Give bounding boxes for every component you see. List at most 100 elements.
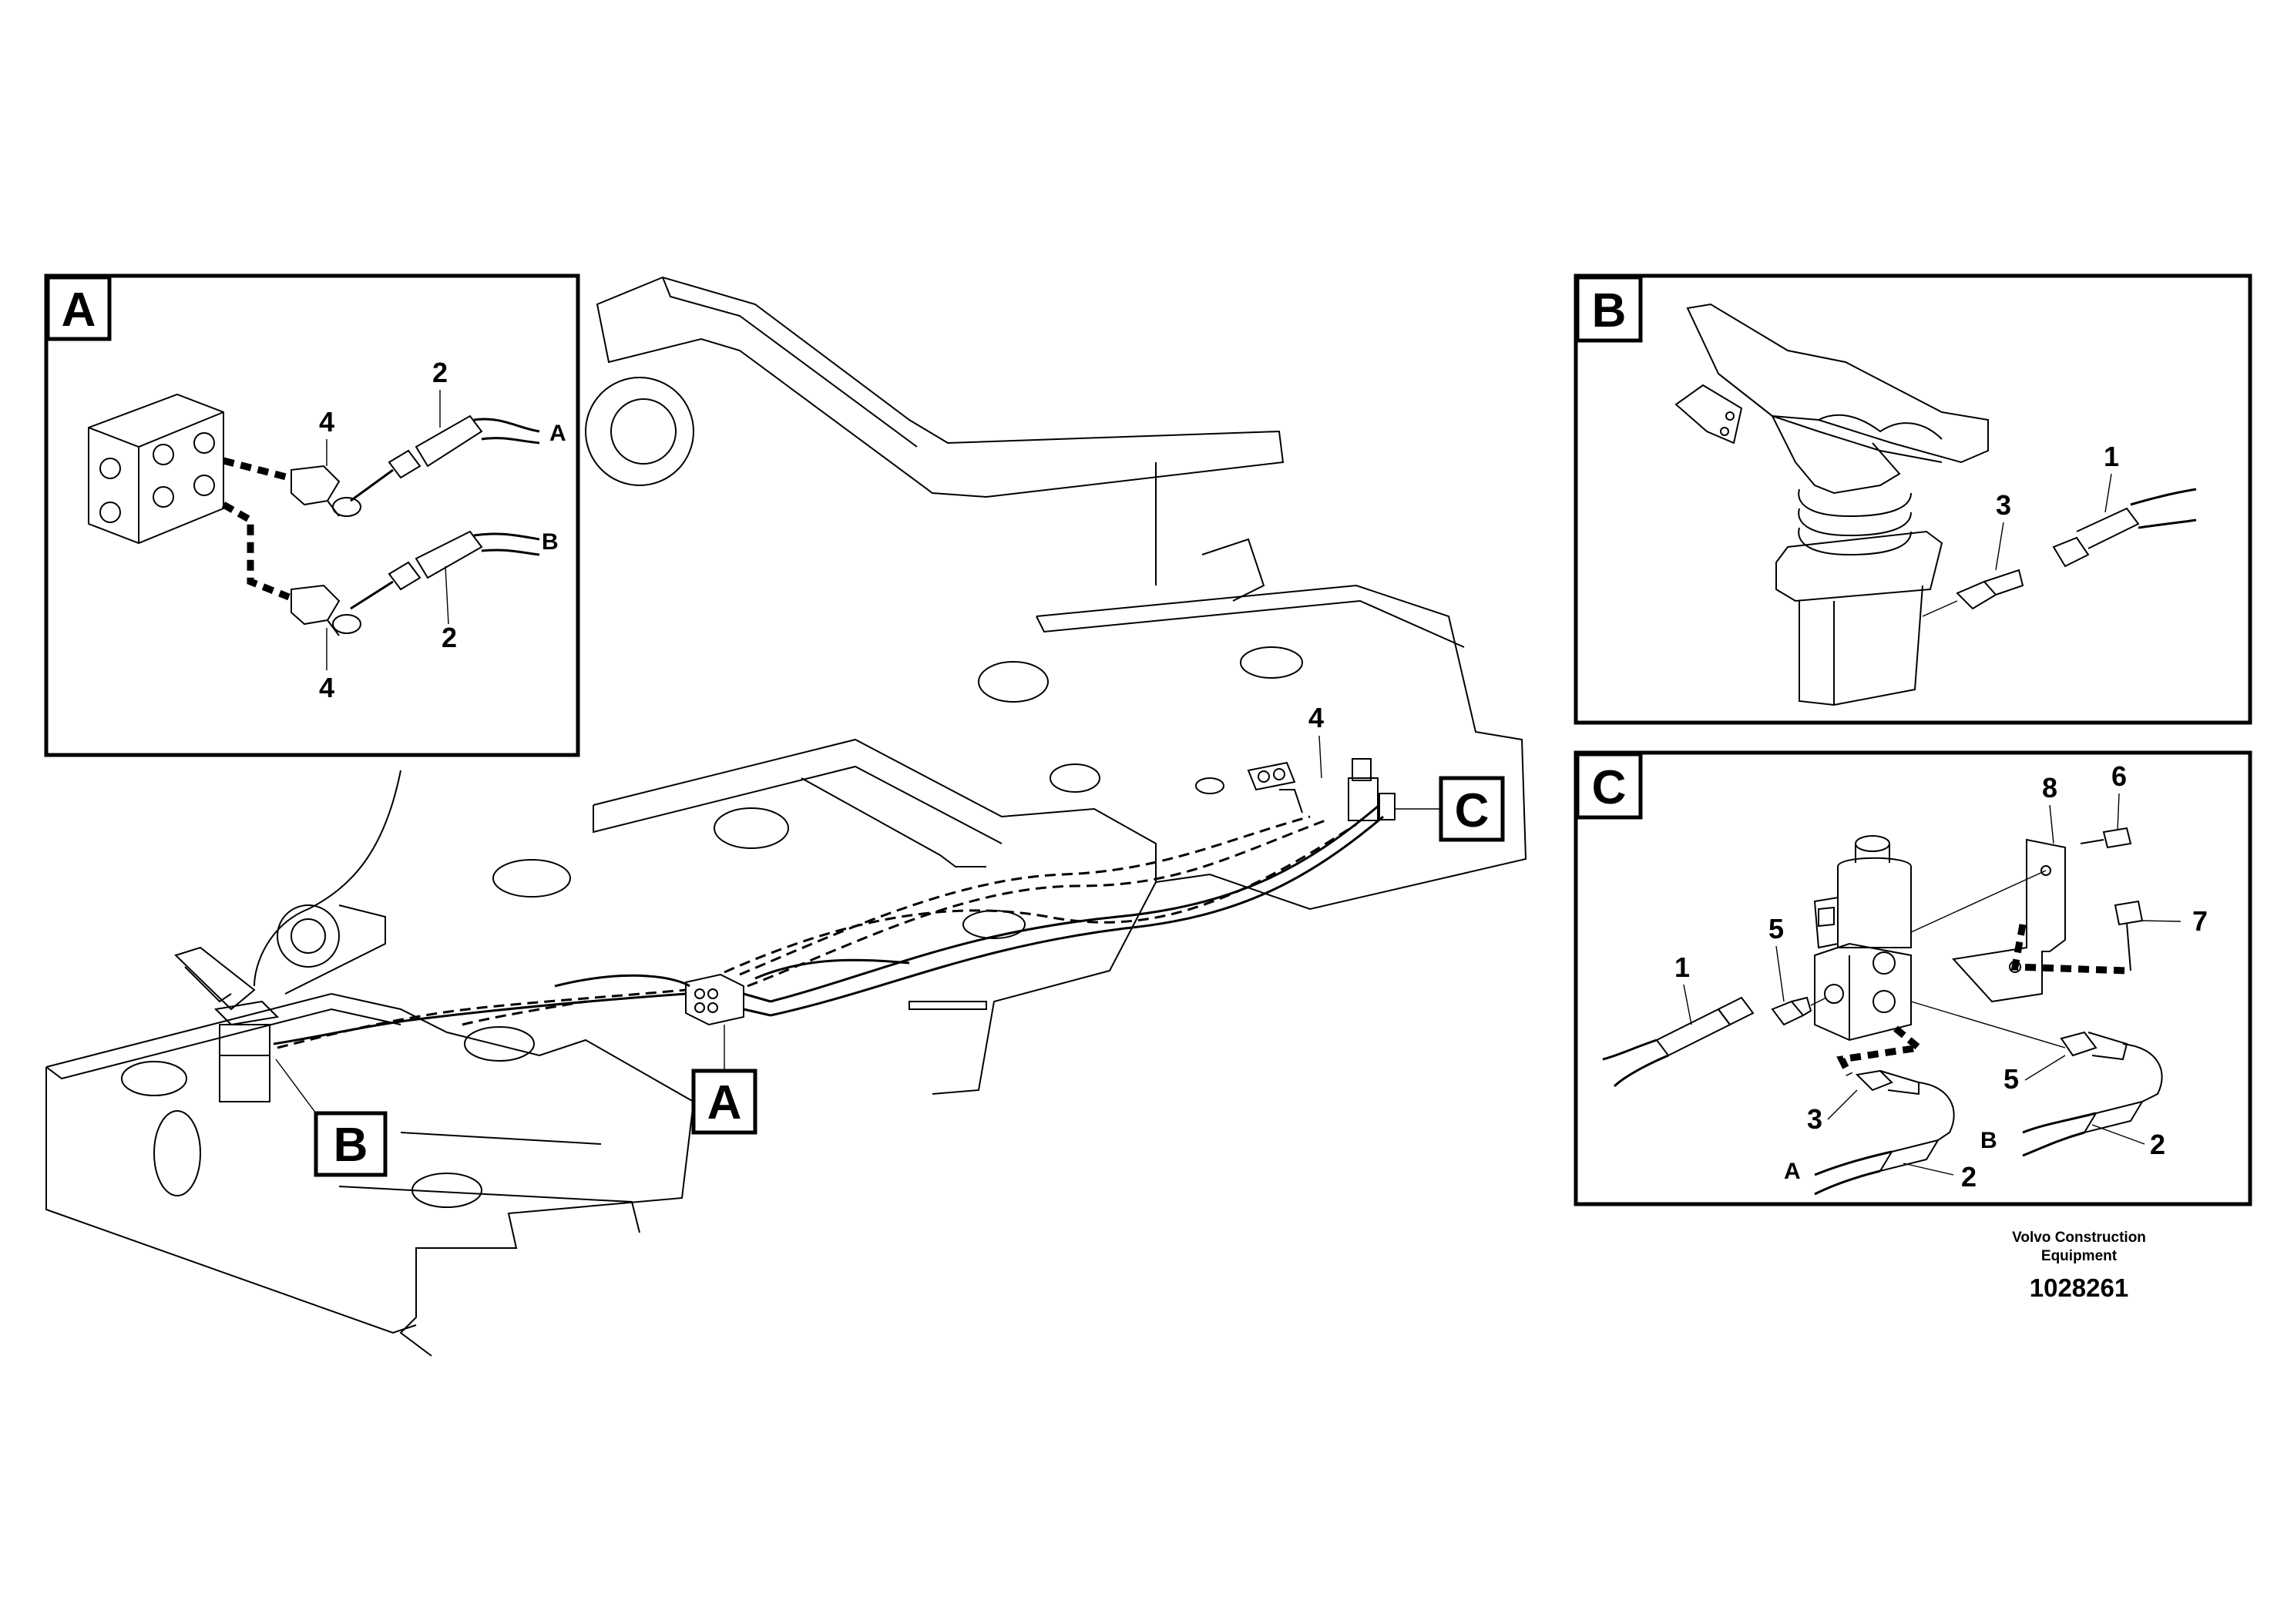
detail-B-hose	[2130, 488, 2197, 506]
footer: Volvo Construction Equipment 1028261	[1963, 1229, 2195, 1303]
main-hose-4	[554, 974, 690, 988]
detail-B-hose-fitting	[2052, 507, 2140, 568]
detail-B-adapter	[1956, 569, 2024, 610]
front-slot	[153, 1110, 201, 1196]
detail-C-lower-hose	[1814, 1150, 1893, 1176]
detail-A-lower-stub	[350, 580, 394, 610]
detail-C-left-hose-ferrule	[1655, 996, 1755, 1057]
hidden-hose-1	[747, 819, 1326, 988]
detail-C-right-fitting	[2060, 1031, 2128, 1061]
detail-C-port-A: A	[1784, 1159, 1801, 1184]
detail-C-dash-lower	[1836, 1025, 1927, 1077]
detail-C-callout-1: 1	[1674, 951, 1690, 983]
detail-A-tag: A	[62, 284, 96, 337]
left-frame-bore	[277, 904, 340, 968]
platform-hole-1	[121, 1061, 187, 1096]
floor-hole-2	[962, 910, 1026, 939]
detail-C-left-hose	[1602, 1038, 1658, 1061]
right-valve-assembly	[1247, 758, 1396, 821]
center-frame-beam	[801, 777, 986, 867]
detail-C-leader-5-right	[2024, 1055, 2066, 1081]
detail-A-upper-hose	[473, 418, 540, 433]
main-hose-3	[754, 958, 910, 980]
slot-hole-1	[978, 661, 1049, 703]
detail-C-right-line	[1910, 1001, 2066, 1049]
detail-C-bolt-6	[2080, 827, 2132, 849]
detail-C-leader-6	[2117, 793, 2120, 831]
detail-B-tag: B	[1592, 284, 1627, 337]
detail-B-foot-pedal	[1674, 303, 1989, 706]
left-slot-hole	[492, 859, 571, 898]
detail-C-callout-5-right: 5	[2003, 1063, 2019, 1095]
detail-A-lower-hose	[473, 532, 540, 541]
upper-frame-wall	[1155, 462, 1265, 602]
detail-B-line	[1922, 600, 1958, 617]
detail-A-port-B: B	[542, 529, 559, 555]
detail-B-tag-box	[1575, 275, 1643, 343]
detail-C-tag-box	[1575, 752, 1643, 820]
upper-frame-arm	[596, 276, 1285, 498]
detail-A-callout-4-top: 4	[319, 406, 334, 438]
detail-A-lower-link	[221, 502, 291, 601]
main-hose-1	[770, 804, 1380, 1003]
main-ref-C-label: C	[1455, 784, 1490, 837]
detail-A-leader-2-bottom	[445, 565, 449, 625]
detail-C-leader-2-right	[2091, 1124, 2145, 1145]
hidden-hose-2	[739, 815, 1311, 976]
detail-C-callout-6: 6	[2111, 760, 2127, 792]
detail-B-panel: B 1 3	[1574, 273, 2252, 725]
main-ref-A-label: A	[707, 1076, 742, 1129]
detail-C-solenoid-valve	[1813, 835, 1912, 1042]
detail-C-dash-bracket	[2010, 924, 2128, 975]
main-pedal	[174, 946, 280, 1102]
round-hole-1	[1050, 763, 1100, 793]
left-frame-bore-inner	[291, 918, 326, 954]
detail-C-left-hose-2	[1613, 1054, 1669, 1088]
center-floor-plate	[593, 738, 1157, 1095]
detail-C-bracket	[1910, 838, 2066, 1003]
main-ref-B: B	[275, 1059, 388, 1177]
detail-C-leader-2-mid	[1903, 1163, 1954, 1176]
detail-A-lower-hose-ferrule	[388, 530, 483, 591]
left-platform	[45, 992, 695, 1357]
detail-C-callout-3: 3	[1807, 1103, 1822, 1135]
detail-C-leader-3	[1827, 1089, 1858, 1120]
detail-C-callout-7: 7	[2192, 905, 2208, 937]
main-assembly-view: 4 C A B	[45, 276, 1527, 1357]
detail-A-callout-4-bottom: 4	[319, 672, 334, 703]
detail-C-right-hose-2	[2022, 1131, 2085, 1157]
detail-C-leader-1	[1683, 984, 1692, 1025]
main-ref-A: A	[691, 1025, 757, 1135]
detail-C-leader-5-left	[1775, 945, 1785, 1002]
detail-B-leader-3	[1995, 522, 2004, 571]
right-chassis-plate	[1036, 584, 1527, 911]
detail-A-callout-2-top: 2	[432, 357, 448, 388]
detail-A-upper-hose-2	[481, 437, 540, 445]
platform-rail	[338, 1132, 640, 1233]
hidden-hose-3	[724, 823, 1357, 974]
round-hole-2	[1195, 777, 1224, 794]
detail-C-leader-8	[2049, 804, 2054, 844]
mid-valve-block	[685, 973, 771, 1026]
detail-A-lower-elbow	[291, 584, 361, 636]
detail-B-callout-3: 3	[1996, 489, 2011, 521]
platform-bracket	[284, 904, 386, 995]
center-floor-plate-edge	[593, 765, 1003, 844]
platform-hole-3	[464, 1026, 535, 1062]
detail-C-tag: C	[1592, 761, 1627, 814]
detail-C-callout-2-mid: 2	[1961, 1161, 1977, 1193]
left-platform-top-edge	[45, 1008, 401, 1080]
brand-line-2: Equipment	[2040, 1248, 2118, 1264]
detail-C-left-line	[1810, 997, 1827, 1006]
detail-A-upper-stub	[350, 468, 394, 502]
right-chassis-edge	[1036, 599, 1465, 648]
main-hose-2	[770, 815, 1384, 1017]
detail-C-callout-5-left: 5	[1768, 913, 1784, 945]
frame-bore-upper-inner	[610, 398, 677, 465]
detail-A-upper-link	[222, 457, 291, 481]
detail-C-bolt-line-1	[1910, 870, 2047, 933]
detail-C-panel: C	[1574, 750, 2252, 1206]
main-ref-B-label: B	[334, 1119, 368, 1172]
